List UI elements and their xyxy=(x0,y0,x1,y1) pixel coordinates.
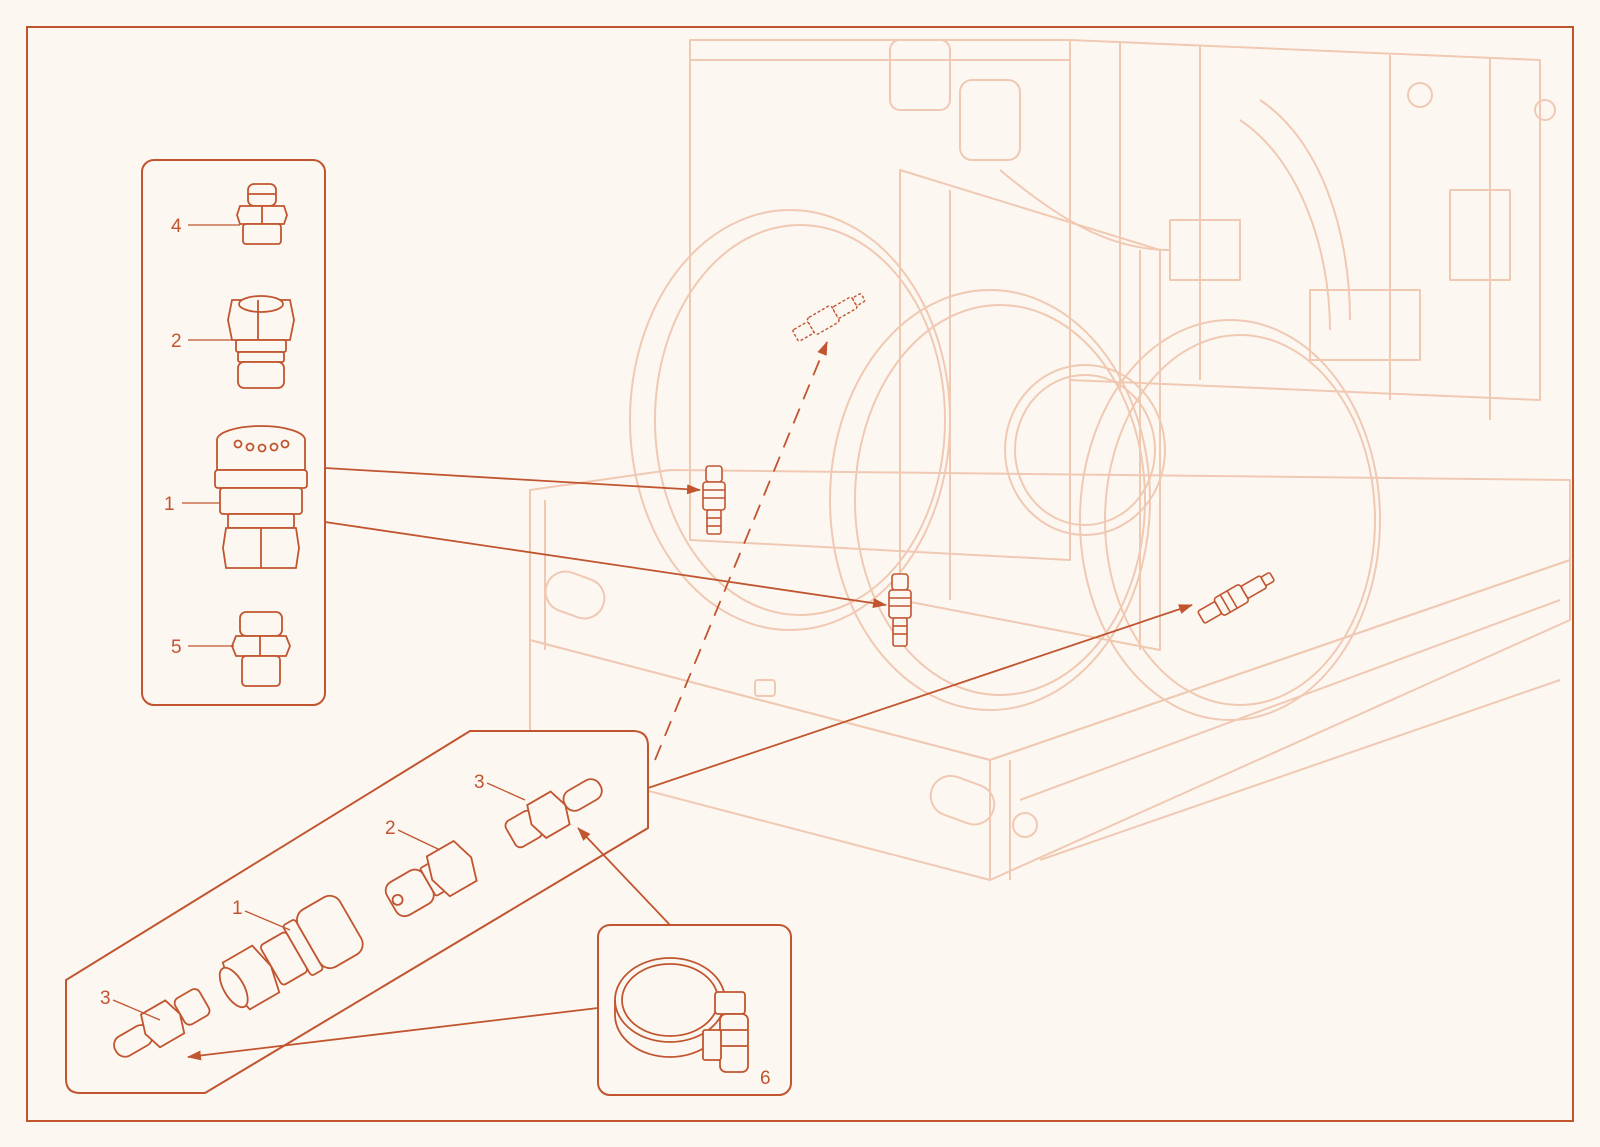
fitting-2 xyxy=(227,295,295,389)
installed-coupler-lower xyxy=(888,573,912,647)
callout-fitting-5: 5 xyxy=(171,637,182,658)
callout-nipple-2: 2 xyxy=(385,818,396,839)
hose-clamp-6 xyxy=(614,957,749,1073)
installed-coupler-right xyxy=(1197,572,1275,624)
arrow-to-lower-coupler xyxy=(324,521,887,609)
adapter-3-upper xyxy=(504,778,603,849)
nipple-2 xyxy=(384,839,478,918)
machine-frame-background xyxy=(529,39,1571,881)
callout-coupler-1: 1 xyxy=(232,898,243,919)
installed-coupler-top-dashed xyxy=(792,293,866,342)
coupling-assembly-panel xyxy=(65,730,649,1094)
arrow-to-right-coupler xyxy=(647,604,1193,789)
callout-adapter-3-upper: 3 xyxy=(474,772,485,793)
callout-fitting-2: 2 xyxy=(171,331,182,352)
callout-fitting-1: 1 xyxy=(164,494,175,515)
leader-lines-bottom xyxy=(112,782,526,1021)
callout-adapter-3-lower: 3 xyxy=(100,988,111,1009)
coupler-1 xyxy=(218,894,364,1011)
leader-lines-top xyxy=(182,224,240,647)
callout-hose-clamp-6: 6 xyxy=(760,1068,771,1089)
installed-coupler-upper xyxy=(702,465,726,535)
callout-fitting-4: 4 xyxy=(171,216,182,237)
arrow-to-upper-coupler xyxy=(324,467,701,495)
assembly-arrows xyxy=(187,341,1193,1061)
arrow-clamp-to-adapter-lower xyxy=(187,1007,599,1061)
fitting-4 xyxy=(236,183,288,245)
adapter-3-lower xyxy=(113,988,211,1058)
diagram-frame xyxy=(26,26,1574,1122)
dashed-arrow-to-top-coupler xyxy=(654,341,828,761)
arrow-clamp-to-adapter-upper xyxy=(577,827,671,926)
fitting-1 xyxy=(214,425,308,569)
